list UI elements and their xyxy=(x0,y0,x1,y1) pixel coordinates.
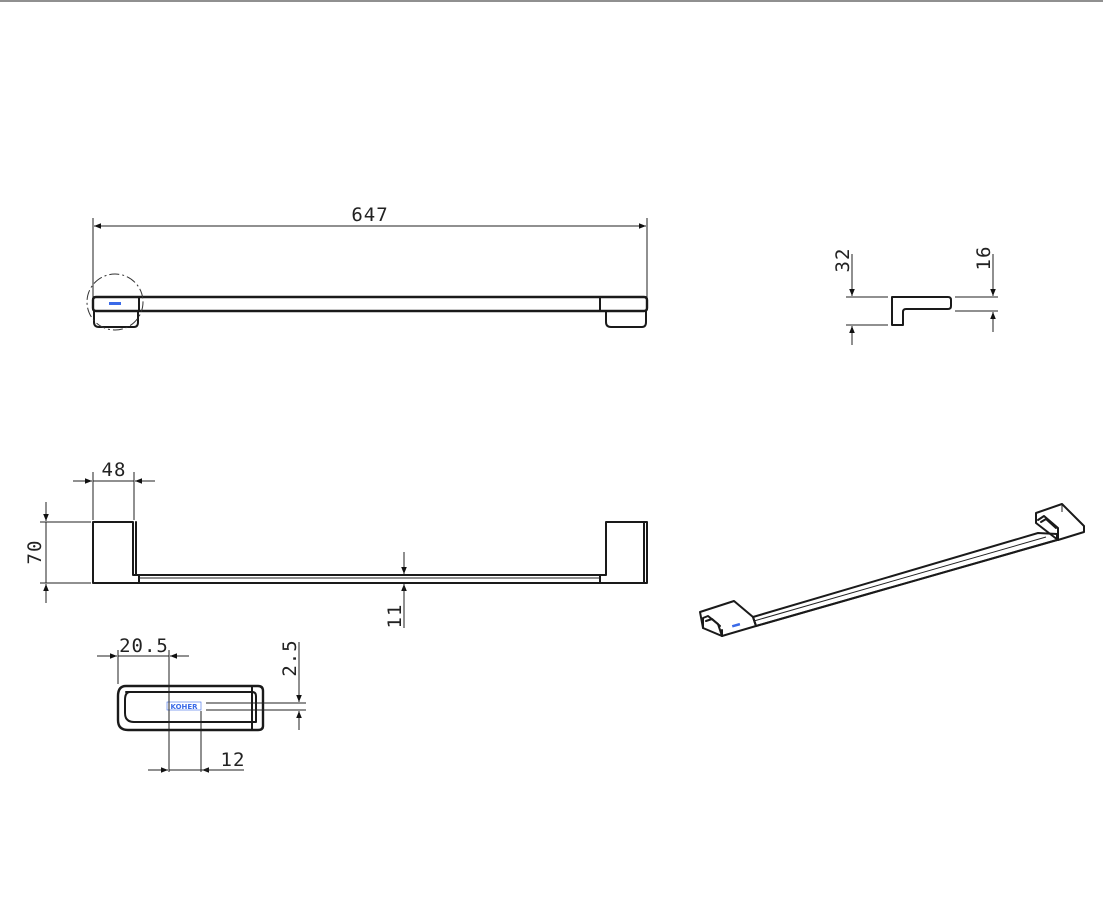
detail-view: KOHER 20.5 2.5 12 xyxy=(97,635,306,773)
dimension-label-11: 11 xyxy=(384,604,406,629)
dimension-label-2-5: 2.5 xyxy=(279,639,301,676)
front-view: 647 xyxy=(86,204,649,331)
side-profile xyxy=(891,296,952,326)
dimension-label-16: 16 xyxy=(973,246,995,271)
dimension-label-32: 32 xyxy=(832,248,854,273)
dimension-label-12: 12 xyxy=(221,749,246,771)
iso-bracket-right-top xyxy=(1035,503,1085,541)
logo-plate xyxy=(166,701,202,711)
dimension-label-48: 48 xyxy=(102,459,127,481)
logo-mark xyxy=(109,302,121,305)
dimension-label-20-5: 20.5 xyxy=(119,635,169,657)
bracket-right xyxy=(599,521,648,584)
iso-bracket-right-inner xyxy=(1040,518,1057,529)
isometric-view xyxy=(699,503,1085,637)
bar-front-outline xyxy=(91,295,649,313)
iso-bar-bottom xyxy=(755,539,1058,627)
iso-bar-mid xyxy=(753,536,1047,622)
detail-circle xyxy=(86,273,144,331)
iso-logo-mark xyxy=(731,622,741,628)
dimension-label-length: 647 xyxy=(351,204,388,226)
iso-bracket-left-inner xyxy=(705,618,721,627)
mount-block-left xyxy=(93,310,139,328)
logo-text: KOHER xyxy=(170,703,198,711)
iso-bracket-left-top xyxy=(699,600,757,637)
mount-block-right xyxy=(605,310,647,328)
iso-bracket-right-face xyxy=(1037,515,1059,541)
top-view: 48 70 11 xyxy=(24,459,648,629)
dimension-label-70: 70 xyxy=(24,540,46,565)
iso-bracket-left-face xyxy=(702,615,723,637)
bracket-left xyxy=(92,521,140,584)
detail-inner xyxy=(124,691,257,723)
side-view: 32 16 xyxy=(832,246,998,345)
detail-outline xyxy=(116,684,265,732)
